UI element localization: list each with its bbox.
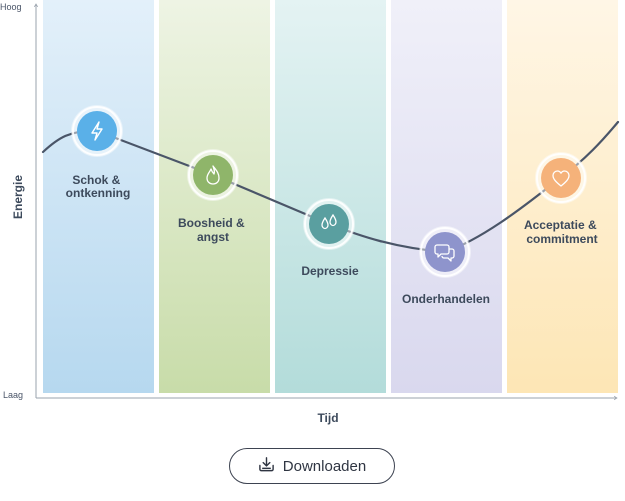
node-ring	[72, 106, 122, 156]
phase-node-acceptance	[535, 152, 587, 204]
phase-node-depression	[303, 198, 355, 250]
x-axis-title: Tijd	[317, 411, 338, 425]
y-axis-low-label: Laag	[3, 390, 23, 400]
node-ring	[304, 199, 354, 249]
phase-label-depression: Depressie	[301, 264, 359, 278]
band-shock	[43, 0, 154, 393]
y-axis-high-label: Hoog	[0, 2, 22, 12]
chat-bubbles-icon	[434, 244, 455, 262]
band-depression	[275, 0, 386, 393]
lightning-icon	[91, 121, 103, 141]
flame-icon	[206, 165, 220, 185]
droplets-icon	[321, 213, 337, 230]
download-button[interactable]: Downloaden	[229, 448, 395, 484]
node-ring	[188, 150, 238, 200]
heart-icon	[552, 170, 570, 187]
y-axis-title: Energie	[11, 175, 25, 219]
phase-labels: Schok & ontkenning Boosheid & angst Depr…	[66, 173, 600, 306]
node-fill	[309, 204, 349, 244]
phase-label-acceptance: Acceptatie & commitment	[524, 218, 600, 246]
download-label: Downloaden	[282, 457, 367, 475]
node-fill	[425, 232, 465, 272]
node-ring	[420, 227, 470, 277]
node-fill	[541, 158, 581, 198]
phase-node-bargaining	[419, 226, 471, 278]
download-tray-icon	[258, 456, 275, 477]
node-fill	[193, 155, 233, 195]
band-bargaining	[391, 0, 502, 393]
phase-label-shock: Schok & ontkenning	[66, 173, 131, 200]
node-ring	[536, 153, 586, 203]
band-anger	[159, 0, 270, 393]
axes: Hoog Laag Energie Tijd	[0, 2, 617, 425]
phase-node-anger	[187, 149, 239, 201]
node-fill	[77, 111, 117, 151]
phase-label-bargaining: Onderhandelen	[402, 292, 490, 306]
phase-node-shock	[71, 105, 123, 157]
phase-label-anger: Boosheid & angst	[178, 216, 248, 244]
